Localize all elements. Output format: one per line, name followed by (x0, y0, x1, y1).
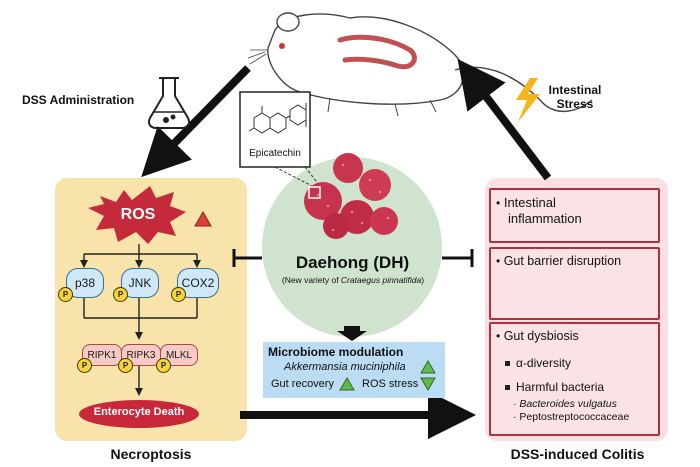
kinase-p38-label: p38 (74, 276, 96, 290)
pepto-text: · Peptostreptococcaceae (513, 411, 630, 423)
epicatechin-structure-icon (248, 103, 307, 134)
daehong-circle (262, 157, 442, 337)
intestinal-stress-line2: Stress (556, 97, 594, 111)
square-bullet (505, 385, 510, 391)
colitis-caption: DSS-induced Colitis (510, 446, 645, 462)
dysbiosis-box (489, 322, 660, 436)
necroptosis-panel (55, 178, 247, 441)
p-badge-jnk: P (113, 287, 128, 302)
kinase-jnk-label: JNK (128, 276, 152, 290)
arrow-dss-to-necroptosis (141, 65, 251, 178)
p-badge-ripk3: P (118, 358, 133, 373)
kinase-cox2-label: COX2 (181, 276, 215, 290)
p-badge-cox2: P (171, 287, 186, 302)
barrier-text: • Gut barrier disruption (496, 254, 621, 268)
inflammation-box (489, 188, 660, 243)
necroptosis-caption: Necroptosis (110, 446, 192, 462)
bullet: • (496, 254, 501, 268)
dysbiosis-label: Gut dysbiosis (503, 329, 579, 343)
p-badge-p38: P (58, 287, 73, 302)
bullet: • (496, 196, 501, 210)
alpha-text: α-diversity (505, 356, 571, 370)
dysbiosis-text: • Gut dysbiosis (496, 329, 579, 343)
flask-icon (147, 77, 191, 129)
mouse-icon (247, 12, 593, 117)
ros-up-triangle (194, 210, 212, 227)
alpha-label: α-diversity (516, 356, 571, 370)
intestinal-stress-line1: Intestinal (548, 83, 602, 97)
barrier-box (489, 247, 660, 320)
pathway-lines (80, 244, 201, 396)
enterocyte-death-label: Enterocyte Death (93, 406, 185, 418)
epicatechin-label: Epicatechin (249, 148, 301, 159)
harmful-text: Harmful bacteria (505, 380, 604, 394)
gut-recovery-up-triangle (339, 377, 355, 391)
bullet: • (496, 329, 501, 343)
gut-recovery-label: Gut recovery (271, 378, 334, 390)
intestinal-stress-label: Intestinal Stress (540, 83, 610, 111)
daehong-title: Daehong (DH) (295, 253, 410, 272)
rip-ripk1: RIPK1 (82, 344, 122, 366)
microbiome-box (263, 342, 445, 398)
arrow-to-microbiome (337, 326, 367, 341)
inflammation-text: • Intestinal inflammation (496, 195, 582, 227)
daehong-sub-species: Crataegus pinnatifida (340, 275, 422, 285)
inhibit-right (442, 249, 474, 267)
ros-starburst (88, 186, 186, 244)
p-badge-mlkl: P (156, 358, 171, 373)
hawthorn-fruit-icon (304, 153, 398, 239)
ros-stress-down-triangle (420, 377, 436, 391)
akkermansia-label: Akkermansia muciniphila (284, 361, 406, 373)
inflammation-line2: inflammation (508, 211, 582, 226)
daehong-sub-prefix: (New variety of (281, 275, 341, 285)
barrier-label: Gut barrier disruption (503, 254, 622, 268)
ros-label: ROS (120, 206, 156, 223)
pepto-label: Peptostreptococcaceae (519, 411, 630, 423)
daehong-subtitle: (New variety of Crataegus pinnatifida) (268, 275, 438, 285)
ros-stress-label: ROS stress (362, 378, 419, 390)
inhibit-left (232, 249, 262, 267)
microbiome-title: Microbiome modulation (268, 345, 404, 359)
akkermansia-up-triangle (420, 360, 436, 374)
inflammation-line1: Intestinal (503, 195, 556, 210)
square-bullet (505, 361, 510, 367)
ripk1-label: RIPK1 (87, 349, 117, 361)
bacteroides-text: · Bacteroides vulgatus (513, 398, 617, 410)
enterocyte-death-ellipse (79, 400, 199, 428)
p-badge-ripk1: P (77, 358, 92, 373)
zoom-line-1 (274, 166, 313, 187)
harmful-label: Harmful bacteria (516, 380, 605, 394)
dss-administration-label: DSS Administration (22, 93, 135, 107)
arrow-colitis-to-mouse (457, 58, 552, 181)
bacteroides-label: Bacteroides vulgatus (519, 398, 617, 410)
mlkl-label: MLKL (165, 349, 193, 361)
daehong-sub-suffix: ) (421, 275, 425, 285)
lightning-icon (516, 78, 540, 122)
ripk3-label: RIPK3 (126, 349, 156, 361)
